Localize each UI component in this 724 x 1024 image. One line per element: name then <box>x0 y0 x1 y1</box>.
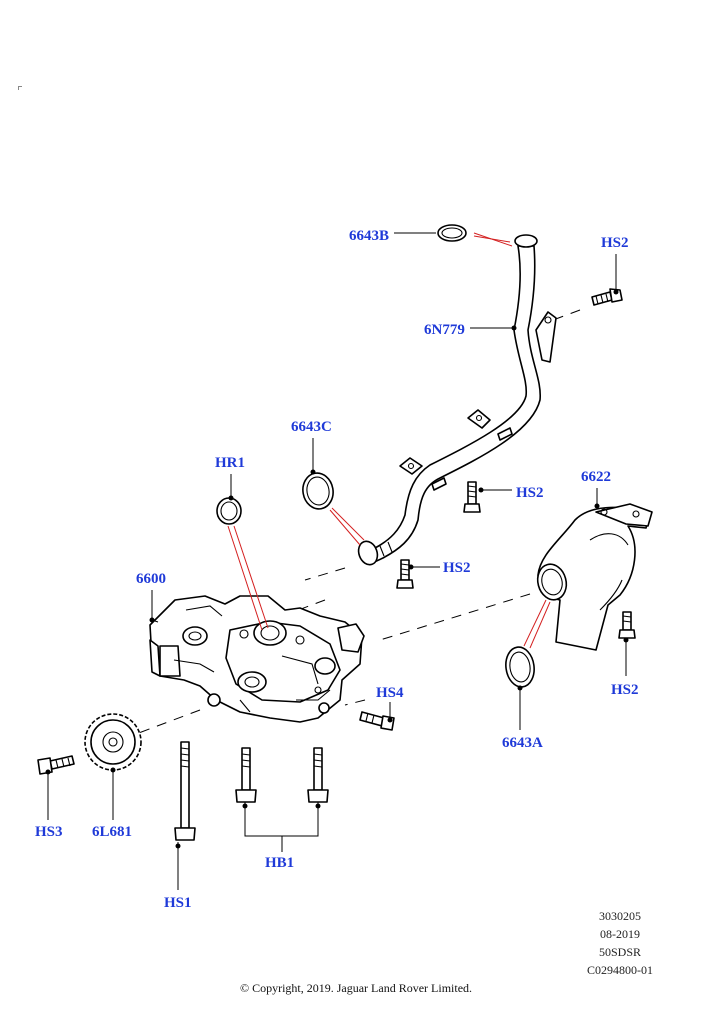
bolt-HS2-right[interactable] <box>618 611 636 639</box>
bolts-HB1[interactable] <box>235 747 329 803</box>
callout-HS2-top[interactable]: HS2 <box>601 235 629 251</box>
corner-mark <box>18 86 22 90</box>
oil-pump-6600[interactable] <box>149 595 365 723</box>
highlight-leaders <box>227 232 551 649</box>
bolt-HS2-top[interactable] <box>591 288 623 306</box>
callout-HS3[interactable]: HS3 <box>35 824 63 840</box>
callout-6643C[interactable]: 6643C <box>291 419 332 435</box>
seal-6643C[interactable] <box>300 471 336 512</box>
bolt-HS2-mid[interactable] <box>463 481 481 513</box>
drawing-meta-block: 3030205 08-2019 50SDSR C0294800-01 <box>560 907 680 979</box>
seal-6643B[interactable] <box>437 224 467 242</box>
callout-6622[interactable]: 6622 <box>581 469 611 485</box>
seal-HR1[interactable] <box>216 497 242 525</box>
callout-leaders <box>45 232 629 890</box>
callout-6643B[interactable]: 6643B <box>349 228 389 244</box>
bolt-HS1[interactable] <box>174 741 196 841</box>
callout-labels: 6643B HS2 6N779 6643C HR1 HS2 HS2 6622 6… <box>35 228 639 911</box>
callout-HS2-right[interactable]: HS2 <box>611 682 639 698</box>
callout-HS2-low[interactable]: HS2 <box>443 560 471 576</box>
callout-HS2-mid[interactable]: HS2 <box>516 485 544 501</box>
callout-HS1[interactable]: HS1 <box>164 895 192 911</box>
meta-code: 3030205 <box>599 909 641 923</box>
meta-model: 50SDSR <box>598 945 642 959</box>
sprocket-6L681[interactable] <box>84 713 142 771</box>
callout-6600[interactable]: 6600 <box>136 571 166 587</box>
meta-date: 08-2019 <box>600 927 640 941</box>
callout-HR1[interactable]: HR1 <box>215 455 245 471</box>
seal-6643A[interactable] <box>503 645 536 689</box>
bolt-HS3[interactable] <box>37 755 75 775</box>
callout-6L681[interactable]: 6L681 <box>92 824 132 840</box>
oil-pickup-elbow-6622[interactable] <box>534 503 653 651</box>
callout-HS4[interactable]: HS4 <box>376 685 404 701</box>
callout-6643A[interactable]: 6643A <box>502 735 543 751</box>
copyright-notice: © Copyright, 2019. Jaguar Land Rover Lim… <box>239 981 473 995</box>
meta-ref: C0294800-01 <box>587 963 653 977</box>
bolt-HS2-low[interactable] <box>396 559 414 589</box>
callout-6N779[interactable]: 6N779 <box>424 322 465 338</box>
oil-tube-6N779[interactable] <box>355 234 557 567</box>
callout-HB1[interactable]: HB1 <box>265 855 294 871</box>
